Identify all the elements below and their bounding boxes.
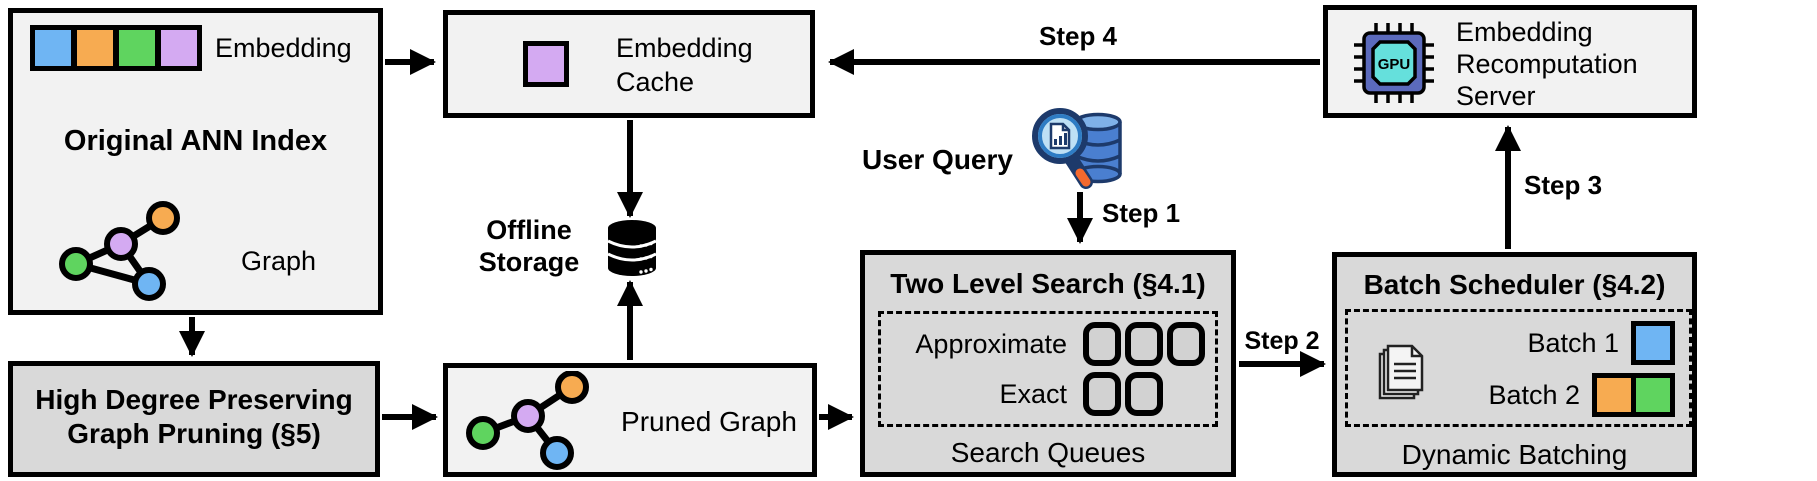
green-cell bbox=[119, 30, 155, 66]
gpu-chip-icon: GPU bbox=[1354, 23, 1434, 103]
search-queues-footer: Search Queues bbox=[950, 437, 1146, 468]
purple-cell bbox=[161, 30, 197, 66]
queue-slot bbox=[1125, 322, 1163, 366]
exact-queues bbox=[1079, 372, 1163, 416]
purple-cell bbox=[528, 46, 564, 82]
batch1-label: Batch 1 bbox=[1527, 327, 1619, 358]
pruned-graph-box: Pruned Graph bbox=[443, 363, 817, 477]
query-search-icon bbox=[1032, 108, 1122, 189]
step3-label: Step 3 bbox=[1524, 170, 1603, 200]
graph-icon bbox=[59, 201, 180, 301]
queue-slot bbox=[1125, 372, 1163, 416]
step1-label: Step 1 bbox=[1102, 198, 1181, 228]
dynamic-batching-footer: Dynamic Batching bbox=[1401, 439, 1628, 470]
documents-icon bbox=[1378, 344, 1424, 400]
recomputation-server-label: Embedding Recomputation Server bbox=[1456, 17, 1638, 111]
graph-label: Graph bbox=[241, 246, 317, 276]
embedding-cache-label: Embedding Cache bbox=[616, 33, 753, 97]
batch1-cells bbox=[1631, 321, 1675, 365]
user-query-label: User Query bbox=[862, 144, 1013, 175]
graph-pruning-title: High Degree Preserving Graph Pruning (§5… bbox=[35, 384, 353, 449]
blue-cell bbox=[1636, 326, 1670, 360]
queue-slot bbox=[1083, 372, 1121, 416]
recomputation-server-box: GPU Embedding Recomputation Server bbox=[1323, 5, 1697, 118]
search-queues-panel: Approximate Exact bbox=[878, 311, 1218, 427]
approximate-label: Approximate bbox=[915, 328, 1067, 359]
offline-storage-label: Offline Storage bbox=[478, 215, 580, 277]
batch-scheduler-box: Batch Scheduler (§4.2) Batch 1 bbox=[1332, 252, 1697, 477]
database-icon bbox=[607, 220, 657, 276]
embedding-cache-box: Embedding Cache bbox=[443, 10, 815, 118]
blue-cell bbox=[35, 30, 71, 66]
batch1-row: Batch 1 bbox=[1348, 317, 1689, 369]
batch2-label: Batch 2 bbox=[1488, 379, 1580, 410]
graph-pruning-box: High Degree Preserving Graph Pruning (§5… bbox=[8, 361, 380, 477]
orange-cell bbox=[77, 30, 113, 66]
green-cell bbox=[1636, 378, 1670, 412]
dynamic-batching-panel: Batch 1 Batch 2 bbox=[1345, 309, 1692, 427]
pruned-graph-icon bbox=[466, 371, 589, 470]
queue-slot bbox=[1083, 322, 1121, 366]
step2-label: Step 2 bbox=[1244, 327, 1320, 355]
batch-scheduler-title: Batch Scheduler (§4.2) bbox=[1363, 269, 1666, 300]
embedding-label: Embedding bbox=[215, 33, 352, 63]
exact-queue-row: Exact bbox=[881, 369, 1215, 419]
cached-embedding-icon bbox=[523, 41, 569, 87]
batch2-cells bbox=[1592, 373, 1675, 417]
original-ann-index-box: Embedding Original ANN Index Graph bbox=[8, 8, 383, 315]
gpu-chip-text: GPU bbox=[1378, 56, 1411, 73]
queue-slot bbox=[1167, 322, 1205, 366]
ann-index-title: Original ANN Index bbox=[63, 125, 328, 157]
two-level-search-box: Two Level Search (§4.1) Approximate Exac… bbox=[860, 250, 1236, 477]
approximate-queues bbox=[1079, 322, 1205, 366]
two-level-search-title: Two Level Search (§4.1) bbox=[890, 268, 1206, 299]
approximate-queue-row: Approximate bbox=[881, 319, 1215, 369]
embedding-vector-icon bbox=[30, 25, 202, 71]
batch2-row: Batch 2 bbox=[1348, 369, 1689, 421]
step4-label: Step 4 bbox=[1038, 21, 1118, 51]
exact-label: Exact bbox=[999, 378, 1067, 409]
pruned-graph-label: Pruned Graph bbox=[621, 406, 797, 437]
orange-cell bbox=[1597, 378, 1631, 412]
